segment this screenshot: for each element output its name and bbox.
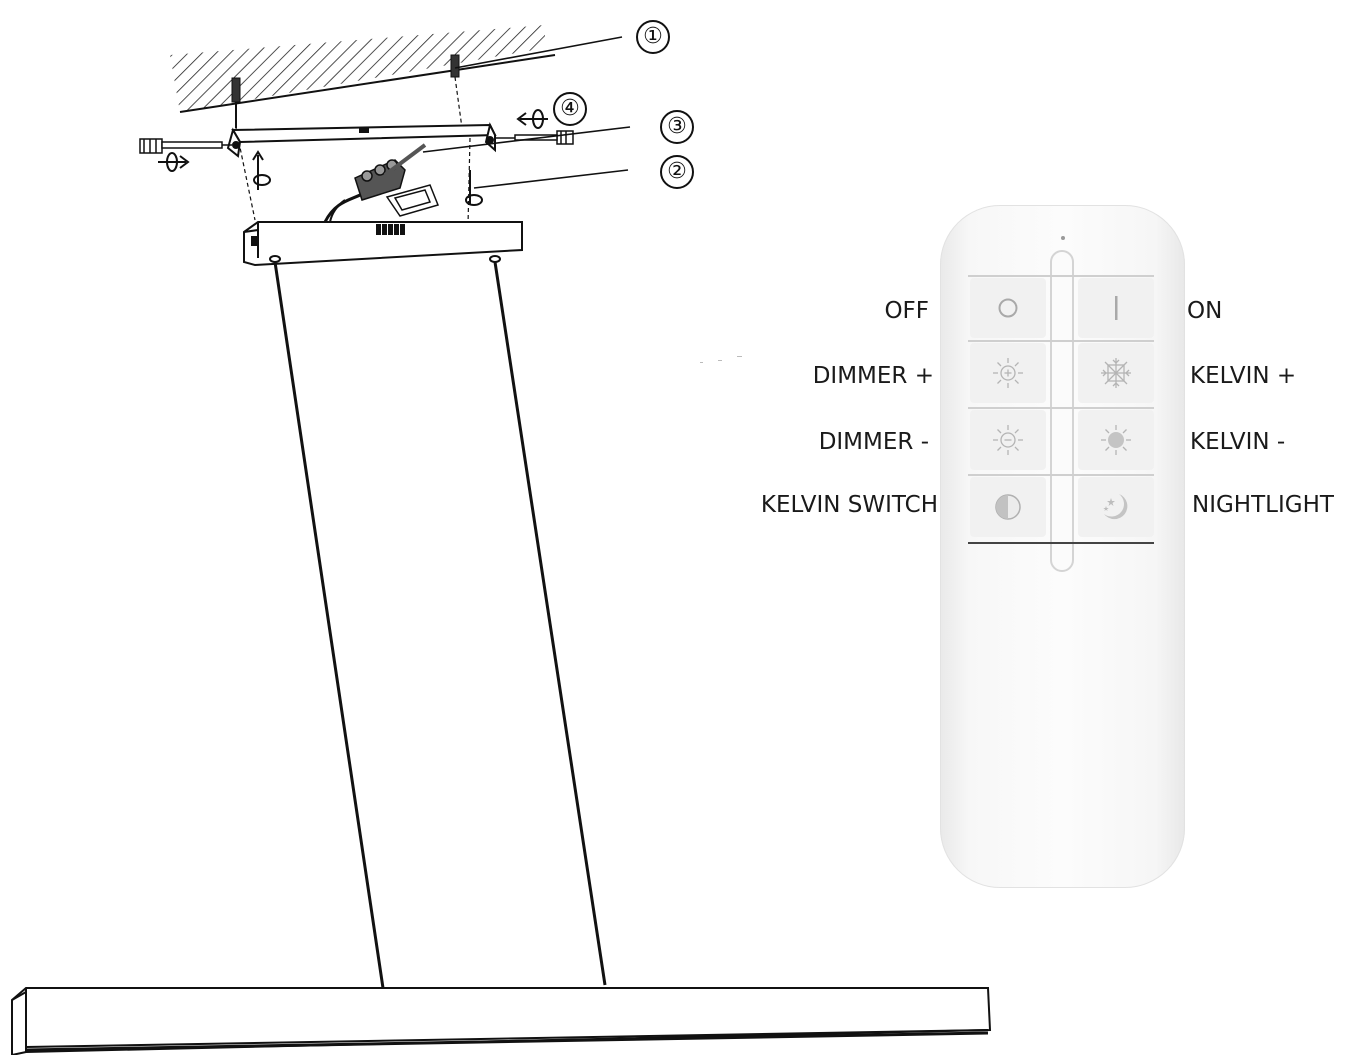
mounting-bracket (226, 122, 497, 158)
warm-sun-icon (1101, 425, 1131, 455)
label-off: OFF (884, 298, 929, 324)
label-dimmer-minus: DIMMER - (818, 429, 929, 455)
row-divider (968, 275, 1154, 277)
ceiling (170, 25, 556, 113)
callout-3: ③ (660, 110, 694, 144)
label-kelvin-switch: KELVIN SWITCH (760, 492, 938, 518)
stray-marks (700, 356, 742, 363)
label-on: ON (1187, 298, 1223, 324)
snowflake-icon (1101, 358, 1131, 388)
suspension-rods (273, 261, 607, 989)
ceiling-screw-right (450, 54, 471, 226)
callout-2: ② (660, 155, 694, 189)
kelvin-plus-button[interactable] (1078, 343, 1154, 403)
dimmer-plus-button[interactable] (970, 343, 1046, 403)
sun-minus-icon (993, 425, 1023, 455)
moon-stars-icon (1103, 494, 1128, 520)
callout-1: ① (636, 20, 670, 54)
nightlight-button[interactable] (1078, 477, 1154, 537)
canopy (243, 221, 523, 267)
callout-leaders (422, 36, 631, 189)
callout-4: ④ (553, 92, 587, 126)
indicator-led (1061, 236, 1065, 240)
row-divider (968, 407, 1154, 409)
terminal-block (323, 143, 440, 223)
on-bar-icon (1115, 296, 1118, 320)
remote-control (940, 205, 1185, 888)
off-button[interactable] (970, 278, 1046, 338)
set-screw-left (139, 138, 232, 154)
luminaire-bar (11, 987, 992, 1055)
label-dimmer-plus: DIMMER + (812, 363, 934, 389)
sun-plus-icon (993, 358, 1023, 388)
dimmer-minus-button[interactable] (970, 410, 1046, 470)
label-nightlight: NIGHTLIGHT (1192, 492, 1334, 518)
half-circle-icon (995, 494, 1021, 520)
row-divider (968, 542, 1154, 544)
kelvin-switch-button[interactable] (970, 477, 1046, 537)
label-kelvin-plus: KELVIN + (1190, 363, 1297, 389)
row-divider (968, 340, 1154, 342)
rotate-arrows (158, 109, 548, 206)
center-rail (1050, 250, 1074, 572)
off-circle-icon (998, 298, 1018, 318)
row-divider (968, 474, 1154, 476)
on-button[interactable] (1078, 278, 1154, 338)
label-kelvin-minus: KELVIN - (1190, 429, 1286, 455)
kelvin-minus-button[interactable] (1078, 410, 1154, 470)
